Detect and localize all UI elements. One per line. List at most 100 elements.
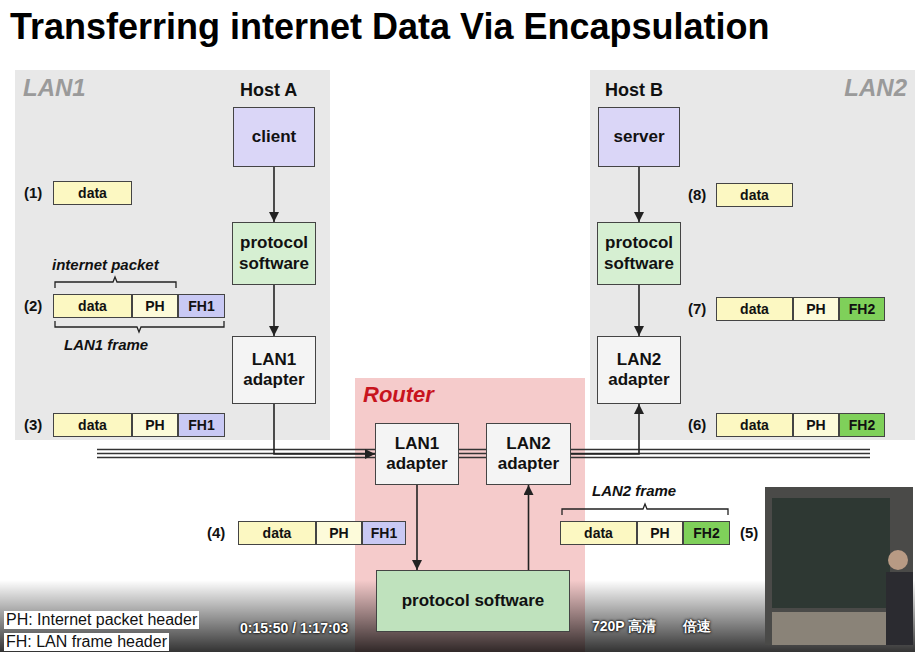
callout-number: (5)	[740, 524, 758, 541]
label-holder: FH: LAN frame header	[4, 633, 169, 651]
callout-number: (2)	[24, 297, 42, 314]
bracket-label: LAN1 frame	[64, 336, 148, 353]
panel-title: LAN2	[844, 74, 907, 102]
network-cable	[97, 450, 870, 458]
panel-fill	[355, 378, 585, 652]
panel-fill	[15, 70, 330, 440]
packet-cell: FH2	[839, 297, 885, 321]
packet-cell: PH	[316, 521, 362, 545]
label-holder: 0:15:50 / 1:17:03	[240, 620, 348, 636]
box-label: protocol software	[236, 233, 312, 274]
callout-number: (3)	[24, 416, 42, 433]
box-label: LAN1 adapter	[379, 434, 455, 475]
footnote: FH: LAN frame header	[4, 633, 169, 651]
cell-label: data	[263, 525, 292, 541]
process-box: client	[233, 107, 315, 167]
bracket	[55, 321, 224, 332]
cell-label: FH1	[188, 298, 214, 314]
label-holder: (8)	[688, 186, 706, 203]
cell-label: PH	[650, 525, 669, 541]
packet-cell: FH1	[362, 521, 406, 545]
packet-cell: FH1	[178, 413, 225, 437]
video-speed: 倍速	[683, 618, 711, 636]
process-box: protocol software	[597, 222, 681, 285]
cell-label: FH2	[693, 525, 719, 541]
callout-number: (1)	[24, 184, 42, 201]
packet-cell: data	[560, 521, 637, 545]
box-label: LAN2 adapter	[490, 434, 567, 475]
box-label: protocol software	[402, 591, 545, 611]
adapter-box: LAN1 adapter	[375, 423, 459, 485]
cell-label: PH	[329, 525, 348, 541]
adapter-box: LAN1 adapter	[232, 336, 316, 404]
packet-cell: data	[53, 181, 132, 205]
video-quality: 720P 高清	[592, 618, 656, 636]
label-holder: PH: Internet packet header	[4, 611, 199, 629]
cell-label: data	[740, 301, 769, 317]
box-label: client	[252, 127, 296, 147]
process-box: protocol software	[232, 222, 316, 285]
cell-label: PH	[145, 417, 164, 433]
cell-label: data	[78, 417, 107, 433]
bracket-label: internet packet	[52, 256, 159, 273]
callout-number: (6)	[688, 416, 706, 433]
process-box: server	[598, 107, 680, 167]
arrow-connector	[274, 404, 375, 454]
label-holder: LAN1 frame	[64, 336, 148, 353]
box-label: protocol software	[601, 233, 677, 274]
host-label: Host A	[240, 80, 297, 101]
arrow-connector	[273, 285, 275, 336]
packet-cell: data	[716, 297, 793, 321]
cable-line	[97, 457, 870, 459]
callout-number: (4)	[207, 524, 225, 541]
callout-number: (8)	[688, 186, 706, 203]
router-panel: RouterLAN1 adapter LAN2 adapter protocol s…	[355, 378, 585, 652]
label-holder: (1)	[24, 184, 42, 201]
packet-cell: PH	[132, 294, 178, 318]
webcam-inset	[765, 487, 913, 645]
cell-label: data	[584, 525, 613, 541]
cell-label: FH1	[371, 525, 397, 541]
cell-label: PH	[806, 417, 825, 433]
box-label: server	[613, 127, 664, 147]
cell-label: PH	[806, 301, 825, 317]
brackets	[55, 277, 728, 515]
host-label: Host B	[605, 80, 663, 101]
packet-cell: data	[238, 521, 316, 545]
label-holder: (4)	[207, 524, 225, 541]
title: Transferring internet Data Via Encapsula…	[10, 6, 770, 48]
label-holder: 720P 高清	[592, 618, 656, 636]
label-holder: (2)	[24, 297, 42, 314]
label-holder: (3)	[24, 416, 42, 433]
label-holder: (6)	[688, 416, 706, 433]
box-label: LAN1 adapter	[236, 350, 312, 391]
video-time: 0:15:50 / 1:17:03	[240, 620, 348, 636]
cell-label: PH	[145, 298, 164, 314]
bracket	[562, 504, 728, 515]
edges	[274, 167, 639, 570]
panel-fills	[15, 70, 915, 652]
cell-label: FH2	[849, 417, 875, 433]
cell-label: data	[740, 417, 769, 433]
cell-label: FH2	[849, 301, 875, 317]
callout-number: (7)	[688, 300, 706, 317]
footnote: PH: Internet packet header	[4, 611, 199, 629]
label-holder: internet packet	[52, 256, 159, 273]
arrow-connector	[638, 167, 640, 222]
webcam-frame	[765, 487, 913, 645]
adapter-box: LAN2 adapter	[486, 423, 571, 485]
panel-title: Router	[363, 382, 434, 408]
bracket	[55, 277, 176, 288]
packet-cell: data	[53, 294, 132, 318]
packet-cell: FH2	[839, 413, 885, 437]
arrow-connector	[638, 285, 640, 336]
packet-cell: PH	[132, 413, 178, 437]
blackboard	[772, 498, 890, 608]
bracket-label: LAN2 frame	[592, 482, 676, 499]
packet-cell: FH2	[683, 521, 730, 545]
packet-cell: PH	[793, 297, 839, 321]
cell-label: data	[78, 298, 107, 314]
